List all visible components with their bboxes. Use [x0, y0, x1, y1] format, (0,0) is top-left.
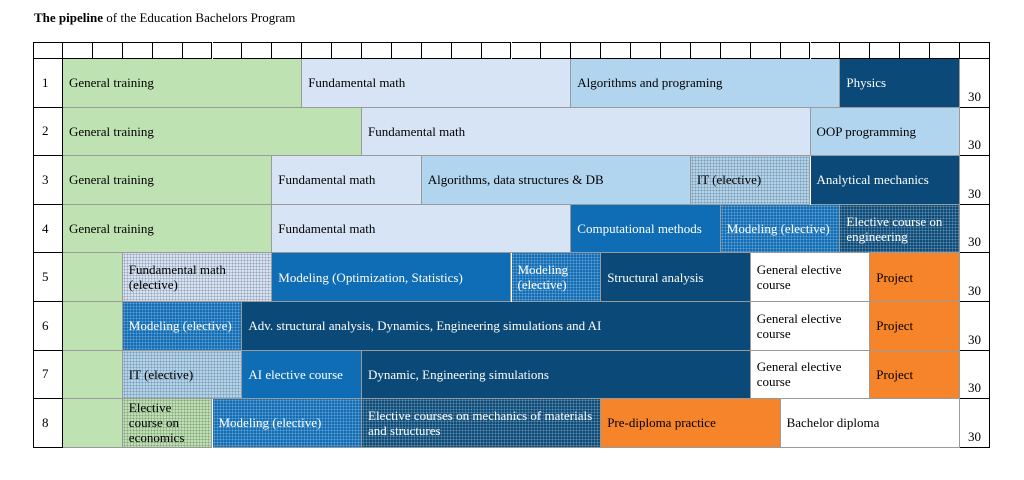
course-block: Structural analysis: [601, 253, 751, 302]
header-column: [92, 42, 123, 59]
course-block: Modeling (elective): [212, 399, 362, 448]
course-block: Fundamental math: [362, 107, 811, 157]
header-column: [571, 42, 602, 59]
course-block: Computational methods: [571, 204, 721, 254]
header-column: [391, 42, 422, 59]
header-column: [661, 42, 691, 59]
course-block: Modeling (elective): [122, 302, 243, 351]
header-column: [750, 42, 781, 59]
course-block: Elective course on engineering: [840, 204, 960, 254]
header-column: [601, 42, 632, 59]
header-column: [631, 42, 661, 59]
header-column: [541, 42, 572, 59]
course-block: General training: [63, 156, 273, 205]
semester-credits: 30: [960, 350, 990, 400]
semester-number: 1: [33, 59, 63, 108]
course-block: Elective course on economics: [122, 399, 213, 448]
course-block: Fundamental math: [272, 204, 572, 254]
course-block: General elective course: [750, 350, 871, 400]
semester-credits: 30: [960, 204, 990, 254]
header-column: [511, 42, 542, 59]
header-column: [900, 42, 931, 59]
header-column: [63, 42, 93, 59]
course-block: General elective course: [750, 302, 871, 351]
course-block: OOP programming: [810, 107, 960, 157]
header-column: [362, 42, 392, 59]
course-block: General training: [63, 59, 303, 108]
header-column: [870, 42, 901, 59]
course-block: AI elective course: [242, 350, 362, 400]
course-block: [63, 350, 123, 400]
header-column: [212, 42, 243, 59]
semester-credits: 30: [960, 156, 990, 205]
course-block: Algorithms, data structures & DB: [421, 156, 691, 205]
course-block: Project: [870, 350, 960, 400]
course-block: Adv. structural analysis, Dynamics, Engi…: [242, 302, 751, 351]
semester-credits: 30: [960, 399, 990, 448]
header-column: [780, 42, 811, 59]
course-block: Pre-diploma practice: [601, 399, 781, 448]
course-block: Physics: [840, 59, 960, 108]
header-corner: [33, 42, 63, 59]
semester-credits: 30: [960, 253, 990, 302]
header-column: [810, 42, 841, 59]
header-column: [930, 42, 960, 59]
course-block: General training: [63, 204, 273, 254]
header-column: [421, 42, 452, 59]
semester-credits: 30: [960, 59, 990, 108]
course-block: Fundamental math (elective): [122, 253, 273, 302]
course-block: Project: [870, 302, 960, 351]
course-block: [63, 253, 123, 302]
course-block: Dynamic, Engineering simulations: [362, 350, 751, 400]
course-block: Analytical mechanics: [810, 156, 960, 205]
semester-number: 6: [33, 302, 63, 351]
course-block: Fundamental math: [302, 59, 572, 108]
caption-rest: of the Education Bachelors Program: [103, 10, 296, 25]
header-column: [720, 42, 751, 59]
semester-number: 5: [33, 253, 63, 302]
semester-number: 3: [33, 156, 63, 205]
header-column: [451, 42, 482, 59]
course-block: Modeling (Optimization, Statistics): [272, 253, 512, 302]
course-block: General training: [63, 107, 362, 157]
course-block: Modeling (elective): [511, 253, 602, 302]
semester-number: 4: [33, 204, 63, 254]
header-column: [272, 42, 303, 59]
course-block: Bachelor diploma: [780, 399, 960, 448]
header-column: [122, 42, 153, 59]
header-column: [332, 42, 362, 59]
semester-credits: 30: [960, 302, 990, 351]
semester-number: 2: [33, 107, 63, 157]
header-column: [242, 42, 273, 59]
header-column: [182, 42, 213, 59]
course-block: Fundamental math: [272, 156, 422, 205]
course-block: [63, 302, 123, 351]
semester-number: 8: [33, 399, 63, 448]
course-block: Elective courses on mechanics of materia…: [362, 399, 602, 448]
semester-credits: 30: [960, 107, 990, 157]
caption: The pipeline of the Education Bachelors …: [34, 10, 295, 26]
course-block: Modeling (elective): [720, 204, 841, 254]
header-column: [840, 42, 871, 59]
header-credit: [960, 42, 990, 59]
header-column: [481, 42, 512, 59]
course-block: General elective course: [750, 253, 871, 302]
header-column: [152, 42, 183, 59]
course-block: [63, 399, 123, 448]
course-block: Algorithms and programing: [571, 59, 841, 108]
caption-bold: The pipeline: [34, 10, 103, 25]
header-column: [302, 42, 333, 59]
semester-number: 7: [33, 350, 63, 400]
course-block: Project: [870, 253, 960, 302]
course-block: IT (elective): [690, 156, 811, 205]
header-column: [690, 42, 721, 59]
course-block: IT (elective): [122, 350, 243, 400]
